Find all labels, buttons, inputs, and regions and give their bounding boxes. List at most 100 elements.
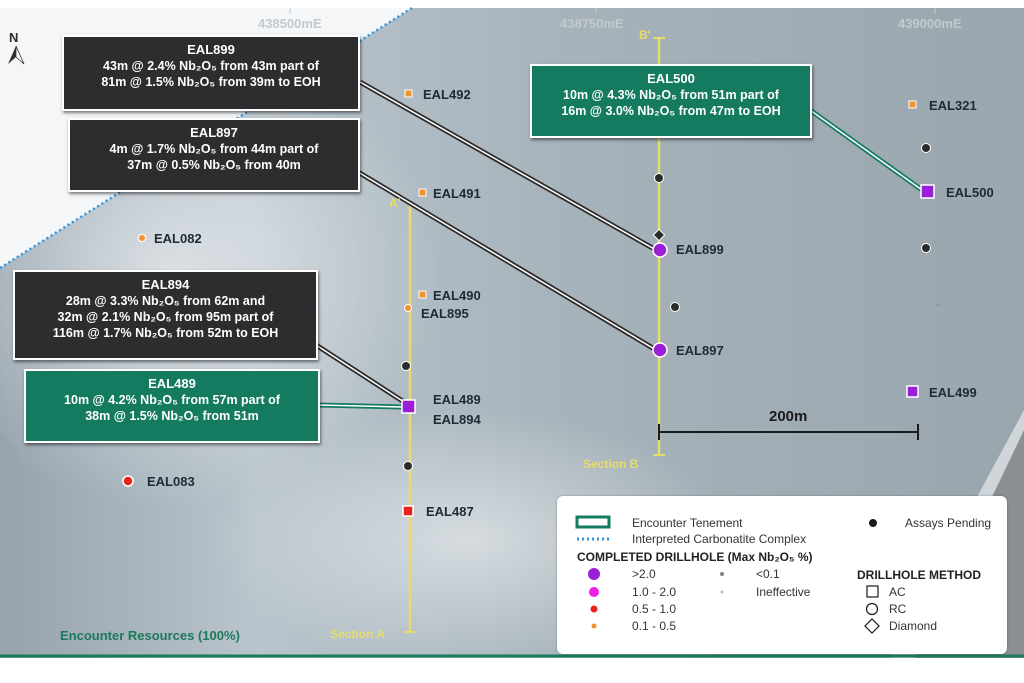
callout-line: 10m @ 4.2% Nb₂O₅ from 57m part of [64,393,280,407]
section-b-end-label: Section B [583,457,639,471]
legend-low: <0.1 [756,567,780,581]
legend-completed-title: COMPLETED DRILLHOLE (Max Nb₂O₅ %) [577,550,813,564]
callout-title: EAL894 [141,277,190,292]
hole-eal492[interactable] [404,89,413,98]
hole-ineffective[interactable] [936,303,940,307]
grid-label-438750: 438750mE [560,16,624,31]
callout-eal489: EAL489 10m @ 4.2% Nb₂O₅ from 57m part of… [24,369,320,443]
hole-pending[interactable] [654,173,664,183]
callout-eal899: EAL899 43m @ 2.4% Nb₂O₅ from 43m part of… [62,35,360,111]
legend-tenement: Encounter Tenement [632,516,743,530]
drillhole-symbols [122,89,940,517]
north-arrow-icon-half [15,45,25,65]
grid-label-438500: 438500mE [258,16,322,31]
callout-line: 81m @ 1.5% Nb₂O₅ from 39m to EOH [101,75,321,89]
callout-eal897: EAL897 4m @ 1.7% Nb₂O₅ from 44m part of … [68,118,360,192]
callout-line: 28m @ 3.3% Nb₂O₅ from 62m and [65,294,266,308]
label-eal490: EAL490 [433,288,481,303]
north-arrow-icon [8,46,16,64]
callout-eal894: EAL894 28m @ 3.3% Nb₂O₅ from 62m and 32m… [13,270,318,360]
grade-swatch-1-2 [589,587,599,597]
legend-grade-2: 1.0 - 2.0 [632,585,677,599]
grade-swatch-05-1 [590,605,598,613]
callout-line: 37m @ 0.5% Nb₂O₅ from 40m [127,158,301,172]
callout-line: 116m @ 1.7% Nb₂O₅ from 52m to EOH [52,326,279,340]
leader-eal897-hl [357,171,657,351]
legend-assays-pending: Assays Pending [905,516,992,530]
hole-eal321[interactable] [908,100,917,109]
legend-carbonatite: Interpreted Carbonatite Complex [632,532,807,546]
hole-pending-diamond[interactable] [652,228,666,242]
legend-method-title: DRILLHOLE METHOD [857,568,981,582]
section-b-start-label: B' [639,28,651,42]
hole-eal895[interactable] [404,304,412,312]
callout-line: 16m @ 3.0% Nb₂O₅ from 47m to EOH [561,104,781,118]
callout-line: 32m @ 2.1% Nb₂O₅ from 95m part of [57,310,274,324]
label-eal899: EAL899 [676,242,724,257]
leader-eal894-hl [315,344,405,403]
section-a-end-label: Section A [330,627,385,641]
callout-line: 4m @ 1.7% Nb₂O₅ from 44m part of [109,142,319,156]
hole-pending[interactable] [670,302,680,312]
leader-eal500-hl [809,109,923,191]
grade-swatch-01-05 [591,623,597,629]
hole-pending[interactable] [921,243,931,253]
rc-swatch [865,602,879,616]
hole-pending[interactable] [921,143,931,153]
grade-swatch-lt01 [720,572,724,576]
callout-title: EAL897 [190,125,238,140]
hole-eal897[interactable] [652,342,668,358]
legend-ineffective: Ineffective [756,585,811,599]
legend-method-diamond: Diamond [889,619,938,633]
tenement-label: Encounter Resources (100%) [60,628,240,643]
hole-eal899[interactable] [652,242,668,258]
callout-line: 38m @ 1.5% Nb₂O₅ from 51m [85,409,259,423]
diamond-swatch [864,618,880,634]
hole-eal490[interactable] [418,290,427,299]
legend: Encounter Tenement Interpreted Carbonati… [557,496,1007,654]
hole-eal489[interactable] [401,399,416,414]
pending-swatch [869,519,877,527]
legend-method-ac: AC [889,585,906,599]
label-eal487: EAL487 [426,504,474,519]
ac-swatch [866,585,879,598]
callout-line: 43m @ 2.4% Nb₂O₅ from 43m part of [103,59,319,73]
callout-eal500: EAL500 10m @ 4.3% Nb₂O₅ from 51m part of… [530,64,812,138]
callout-title: EAL500 [647,71,695,86]
hole-eal082[interactable] [138,234,146,242]
grade-swatch-gt2 [588,568,600,580]
hole-eal500[interactable] [920,184,935,199]
callout-title: EAL489 [148,376,196,391]
leader-eal489-hl [317,404,403,408]
hole-eal499[interactable] [906,385,919,398]
label-eal083: EAL083 [147,474,195,489]
ineffective-swatch [720,590,724,594]
legend-grade-4: 0.1 - 0.5 [632,619,677,633]
section-a-start-label: A' [389,196,401,210]
label-eal491: EAL491 [433,186,481,201]
legend-symbols [575,515,880,634]
legend-grade-3: 0.5 - 1.0 [632,602,677,616]
label-eal499: EAL499 [929,385,977,400]
label-eal895: EAL895 [421,306,469,321]
hole-eal083[interactable] [122,475,134,487]
hole-pending[interactable] [403,461,413,471]
north-label: N [9,30,19,45]
leader-lines [314,79,924,410]
label-eal489: EAL489 [433,392,481,407]
grid-label-439000: 439000mE [898,16,962,31]
scale-bar-label: 200m [769,408,808,425]
callout-title: EAL899 [187,42,235,57]
legend-grade-1: >2.0 [632,567,656,581]
legend-method-rc: RC [889,602,907,616]
leader-eal899-hl [359,81,657,251]
hole-eal487[interactable] [402,505,414,517]
hole-eal491[interactable] [418,188,427,197]
label-eal321: EAL321 [929,98,977,113]
label-eal082: EAL082 [154,231,202,246]
hole-pending[interactable] [401,361,411,371]
label-eal492: EAL492 [423,87,471,102]
tenement-swatch [575,515,611,529]
label-eal500: EAL500 [946,185,994,200]
